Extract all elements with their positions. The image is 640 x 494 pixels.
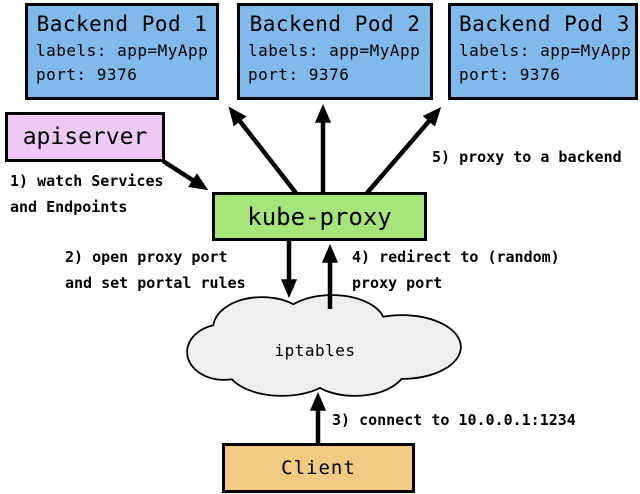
client-box: Client <box>222 443 415 493</box>
backend-pod-3-labels: labels: app=MyApp <box>459 41 632 60</box>
iptables-label: iptables <box>274 341 356 360</box>
iptables-cloud <box>186 294 462 397</box>
apiserver-label: apiserver <box>22 124 148 150</box>
arrow-kubeproxy-to-pod3 <box>365 107 442 195</box>
annotation-step1-watch-services: 1) watch Services and Endpoints <box>10 172 164 216</box>
client-label: Client <box>281 457 356 479</box>
annotation-step3-connect: 3) connect to 10.0.0.1:1234 <box>332 411 576 429</box>
backend-pod-3-port: port: 9376 <box>459 65 561 84</box>
backend-pod-3-box: Backend Pod 3 labels: app=MyApp port: 93… <box>448 3 638 100</box>
kube-proxy-label: kube-proxy <box>247 202 392 231</box>
arrow-kubeproxy-to-pod1 <box>228 106 298 195</box>
backend-pod-2-labels: labels: app=MyApp <box>248 41 421 60</box>
arrow-apiserver-to-kubeproxy <box>161 159 209 191</box>
annotation-step5-proxy-backend: 5) proxy to a backend <box>432 148 622 166</box>
backend-pod-2-box: Backend Pod 2 labels: app=MyApp port: 93… <box>237 3 433 100</box>
backend-pod-1-box: Backend Pod 1 labels: app=MyApp port: 93… <box>25 3 219 100</box>
backend-pod-1-labels: labels: app=MyApp <box>36 41 209 60</box>
backend-pod-1-title: Backend Pod 1 <box>36 12 208 36</box>
annotation-step4-redirect: 4) redirect to (random) proxy port <box>352 248 560 292</box>
apiserver-box: apiserver <box>5 112 165 162</box>
backend-pod-2-title: Backend Pod 2 <box>249 12 421 36</box>
annotation-step2-open-proxy-port: 2) open proxy port and set portal rules <box>65 248 246 292</box>
backend-pod-1-port: port: 9376 <box>36 65 138 84</box>
backend-pod-2-port: port: 9376 <box>248 65 350 84</box>
backend-pod-3-title: Backend Pod 3 <box>459 12 630 36</box>
kube-proxy-box: kube-proxy <box>212 192 427 241</box>
